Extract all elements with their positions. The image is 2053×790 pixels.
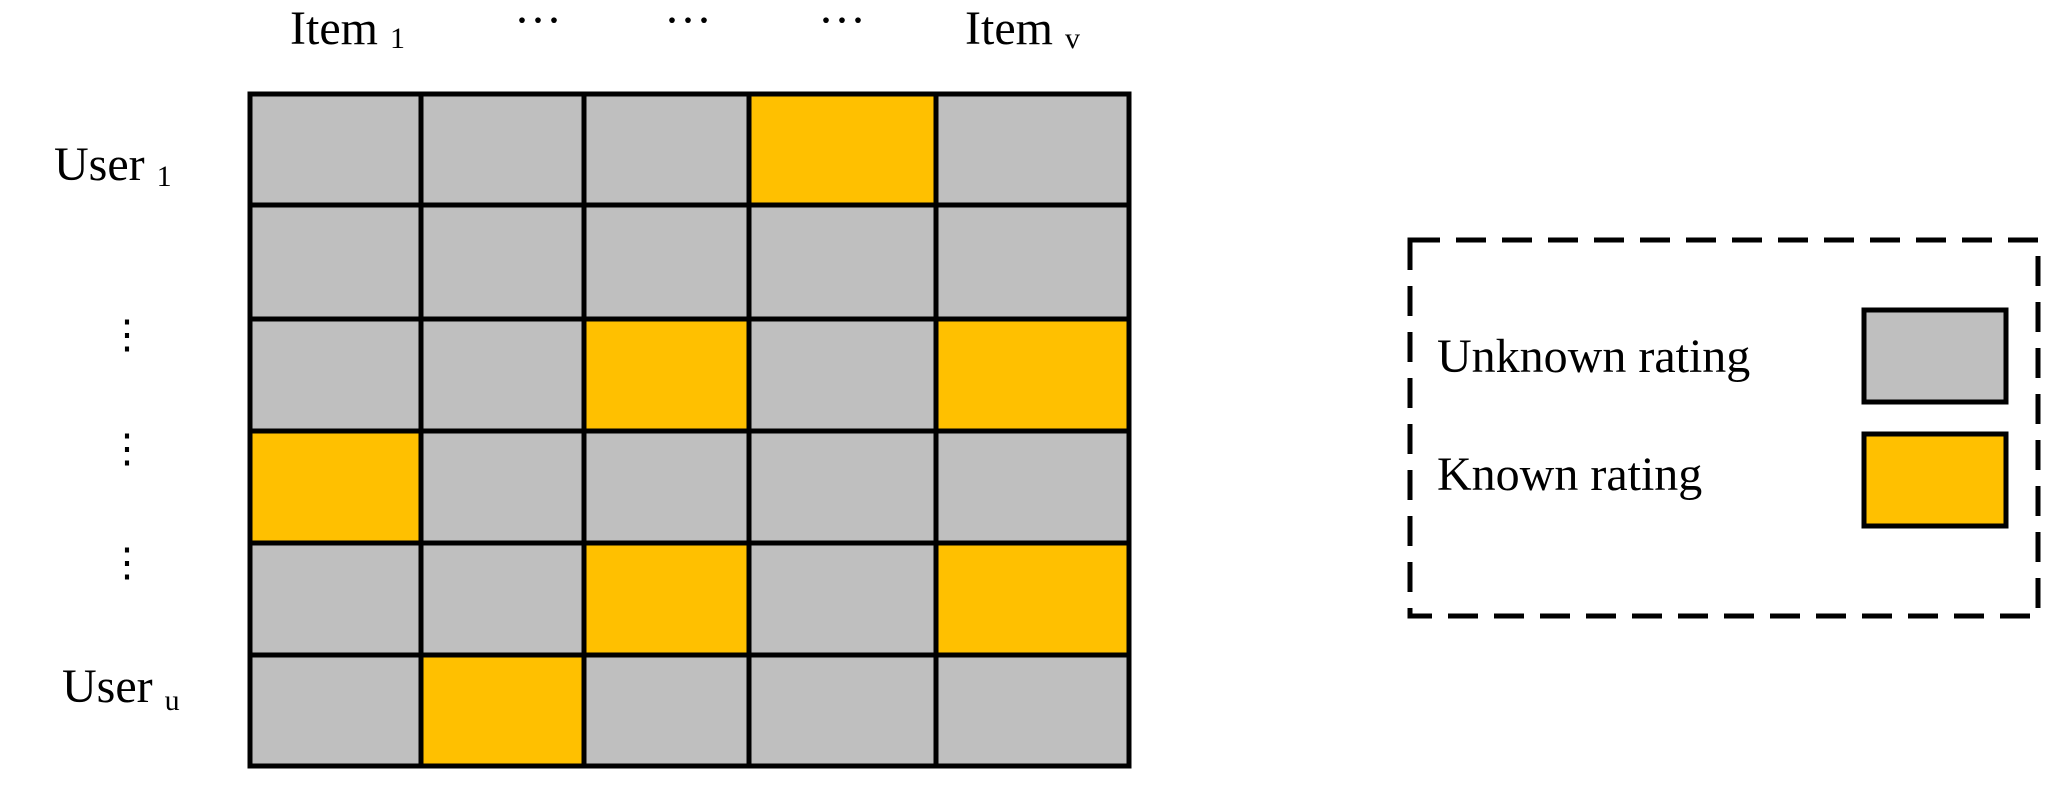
matrix-cell-unknown <box>746 540 939 658</box>
matrix-cell-known <box>418 652 587 769</box>
matrix-cell-known <box>746 91 939 208</box>
matrix-cell-known <box>247 428 424 546</box>
row-header-3: ⋮ <box>107 312 147 357</box>
matrix-cell-unknown <box>247 202 424 322</box>
column-header-3: ··· <box>664 0 712 47</box>
matrix-cell-unknown <box>418 316 587 434</box>
row-header-5: ⋮ <box>107 540 147 585</box>
matrix-cell-known <box>581 316 752 434</box>
matrix-cell-unknown <box>418 428 587 546</box>
matrix-cell-unknown <box>418 202 587 322</box>
matrix-cell-unknown <box>933 202 1132 322</box>
matrix-cell-unknown <box>581 428 752 546</box>
matrix-cell-unknown <box>746 428 939 546</box>
legend-known-label: Known rating <box>1437 448 1702 501</box>
legend-known-swatch <box>1861 431 2009 529</box>
legend-unknown-label: Unknown rating <box>1437 330 1750 383</box>
rating-matrix <box>247 91 1132 769</box>
matrix-cell-unknown <box>933 91 1132 208</box>
legend-frame <box>1407 237 2041 619</box>
matrix-cell-unknown <box>746 652 939 769</box>
legend: Unknown rating Known rating <box>1407 237 2041 619</box>
matrix-cell-known <box>933 540 1132 658</box>
matrix-cell-unknown <box>418 540 587 658</box>
matrix-cell-unknown <box>581 652 752 769</box>
matrix-cell-known <box>581 540 752 658</box>
matrix-cell-unknown <box>933 652 1132 769</box>
matrix-cell-unknown <box>247 540 424 658</box>
matrix-cell-unknown <box>247 91 424 208</box>
matrix-cell-unknown <box>746 316 939 434</box>
matrix-cell-known <box>933 316 1132 434</box>
matrix-cell-unknown <box>581 91 752 208</box>
matrix-cell-unknown <box>418 91 587 208</box>
column-header-2: ··· <box>514 0 562 47</box>
matrix-cell-unknown <box>247 316 424 434</box>
matrix-cell-unknown <box>933 428 1132 546</box>
matrix-cell-unknown <box>581 202 752 322</box>
row-header-4: ⋮ <box>107 426 147 471</box>
column-header-4: ··· <box>818 0 866 47</box>
matrix-cell-unknown <box>746 202 939 322</box>
matrix-cell-unknown <box>247 652 424 769</box>
legend-unknown-swatch <box>1861 307 2009 405</box>
